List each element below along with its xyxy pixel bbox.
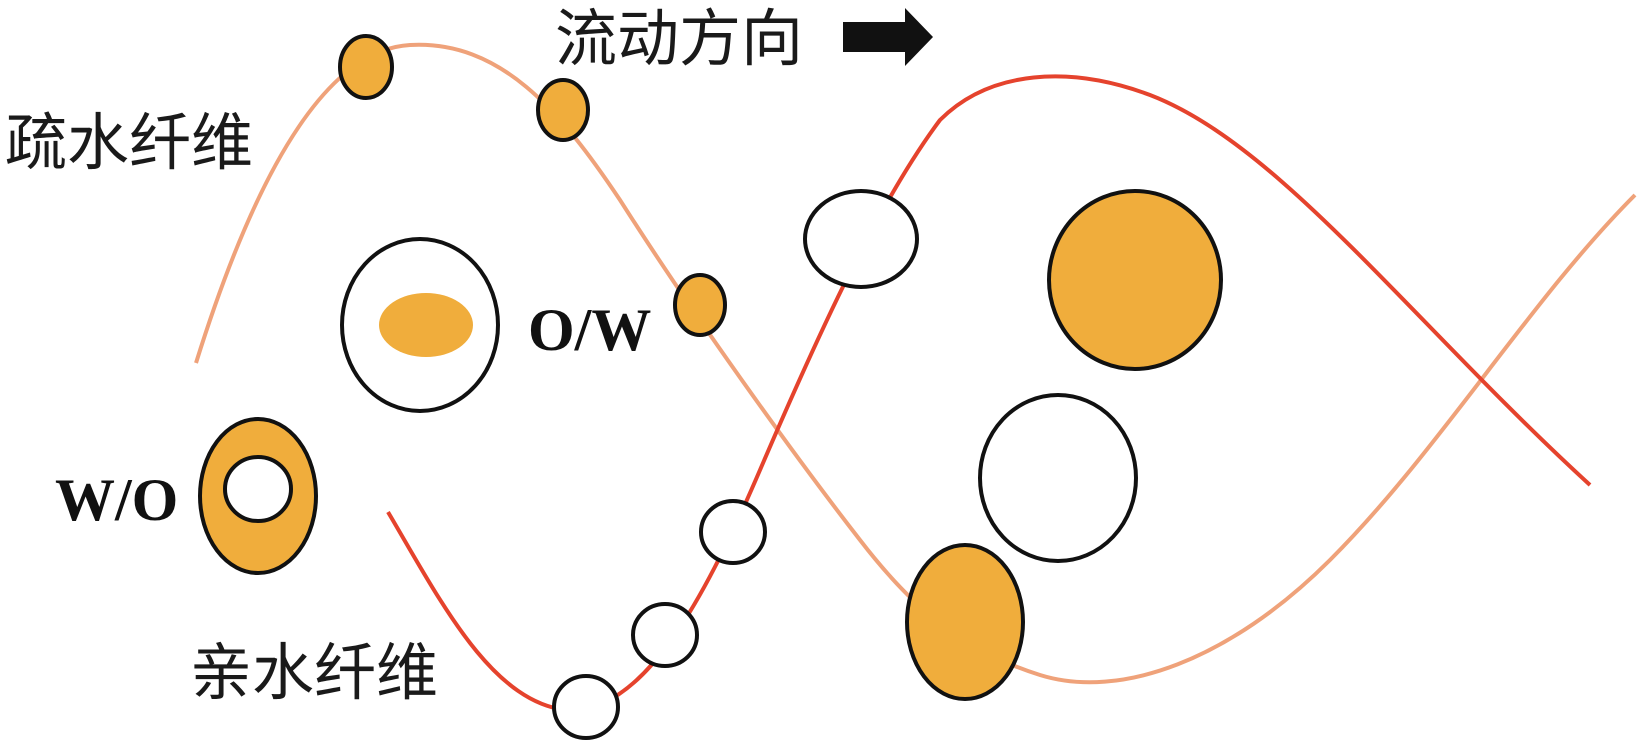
hydrophobic-fiber-label: 疏水纤维 [5, 106, 253, 179]
ow-emulsion-inner [379, 293, 473, 357]
wo-label: W/O [55, 467, 178, 533]
water-droplet [631, 602, 699, 668]
large-oil-droplet [1047, 189, 1223, 371]
right-arrow-icon [843, 8, 933, 66]
oil-droplet [338, 34, 394, 100]
water-droplet [803, 189, 919, 289]
oil-droplet [673, 273, 727, 337]
flow-direction-label: 流动方向 [555, 2, 803, 75]
wo-emulsion-inner [223, 455, 293, 523]
large-oil-droplet [905, 543, 1025, 701]
hydrophilic-fiber-label: 亲水纤维 [190, 636, 438, 709]
water-droplet [552, 674, 620, 740]
water-droplet [699, 499, 767, 565]
ow-label: O/W [528, 297, 651, 363]
large-water-droplet [978, 393, 1138, 563]
hydrophobic-fiber-curve [194, 42, 1637, 685]
oil-droplet [536, 78, 590, 142]
